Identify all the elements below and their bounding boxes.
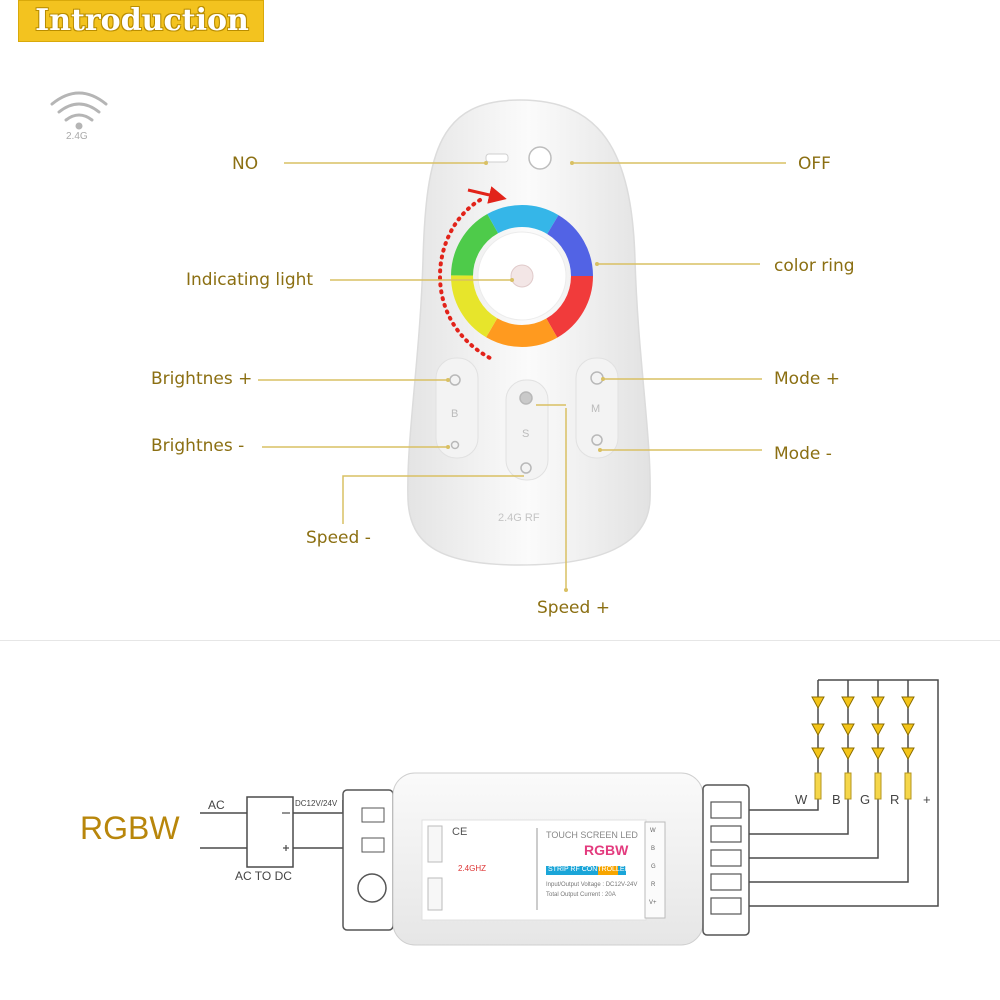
callout-lines: [258, 162, 786, 590]
label-no: NO: [232, 154, 259, 174]
controller-line1: TOUCH SCREEN LED: [546, 830, 638, 840]
remote-control: [407, 99, 651, 566]
label-speed-plus: Speed +: [537, 598, 610, 618]
label-off: OFF: [798, 154, 831, 174]
terminal-g: G: [651, 864, 656, 870]
speed-plus-icon[interactable]: [519, 391, 533, 405]
ac-label: AC: [208, 798, 225, 812]
mode-pod: [575, 357, 619, 459]
on-button-icon[interactable]: [485, 153, 509, 163]
channel-r: R: [890, 792, 900, 807]
label-speed-minus: Speed -: [306, 528, 371, 548]
label-brightness-plus: Brightnes +: [151, 369, 253, 389]
led-strings: [811, 696, 915, 800]
label-mode-minus: Mode -: [774, 444, 832, 464]
terminal-b: B: [651, 846, 656, 852]
controller-freq: 2.4GHZ: [458, 864, 487, 873]
brightness-pod: [435, 357, 479, 459]
button-letter-b: B: [451, 408, 459, 420]
swipe-arrow-head: [467, 186, 507, 204]
controller-ce: CE: [452, 826, 468, 838]
rgbw-controller: [342, 772, 750, 946]
label-mode-plus: Mode +: [774, 369, 840, 389]
button-letter-s: S: [522, 428, 530, 440]
controller-spec2: Total Output Current : 20A: [546, 892, 616, 898]
controller-line3: STRIP RF CONTROLLER: [548, 866, 630, 873]
label-indicating-light: Indicating light: [186, 270, 314, 290]
indicating-light-icon: [510, 264, 534, 288]
button-letter-m: M: [591, 403, 601, 415]
speed-minus-icon[interactable]: [520, 462, 532, 474]
wiring-title: RGBW: [80, 810, 180, 846]
converter-label: AC TO DC: [235, 869, 292, 883]
terminal-w: W: [650, 828, 656, 834]
section-divider: [0, 640, 1000, 641]
title-banner: [18, 0, 264, 42]
terminal-r: R: [651, 882, 656, 888]
label-color-ring: color ring: [774, 256, 855, 276]
wireless-label: 2.4G: [66, 131, 88, 142]
mode-minus-icon[interactable]: [591, 434, 603, 446]
controller-line2: RGBW: [584, 842, 629, 858]
label-brightness-minus: Brightnes -: [151, 436, 245, 456]
channel-g: G: [860, 792, 871, 807]
off-button-icon[interactable]: [528, 146, 552, 170]
channel-plus: +: [923, 792, 931, 807]
dc-label: DC12V/24V: [295, 799, 338, 808]
wireless-icon: [50, 91, 108, 130]
ac-dc-converter: [246, 796, 294, 868]
channel-w: W: [795, 792, 808, 807]
page-title: Introduction: [35, 3, 249, 38]
remote-brand: 2.4G RF: [498, 512, 540, 524]
color-ring[interactable]: [451, 205, 593, 347]
swipe-arrow: [438, 198, 492, 360]
terminal-vplus: V+: [649, 900, 657, 906]
ac-wires: [200, 812, 247, 849]
callout-dots: [446, 161, 605, 592]
brightness-minus-icon[interactable]: [450, 440, 460, 450]
channel-b: B: [832, 792, 841, 807]
controller-spec1: Input/Output Voltage : DC12V-24V: [546, 882, 638, 888]
